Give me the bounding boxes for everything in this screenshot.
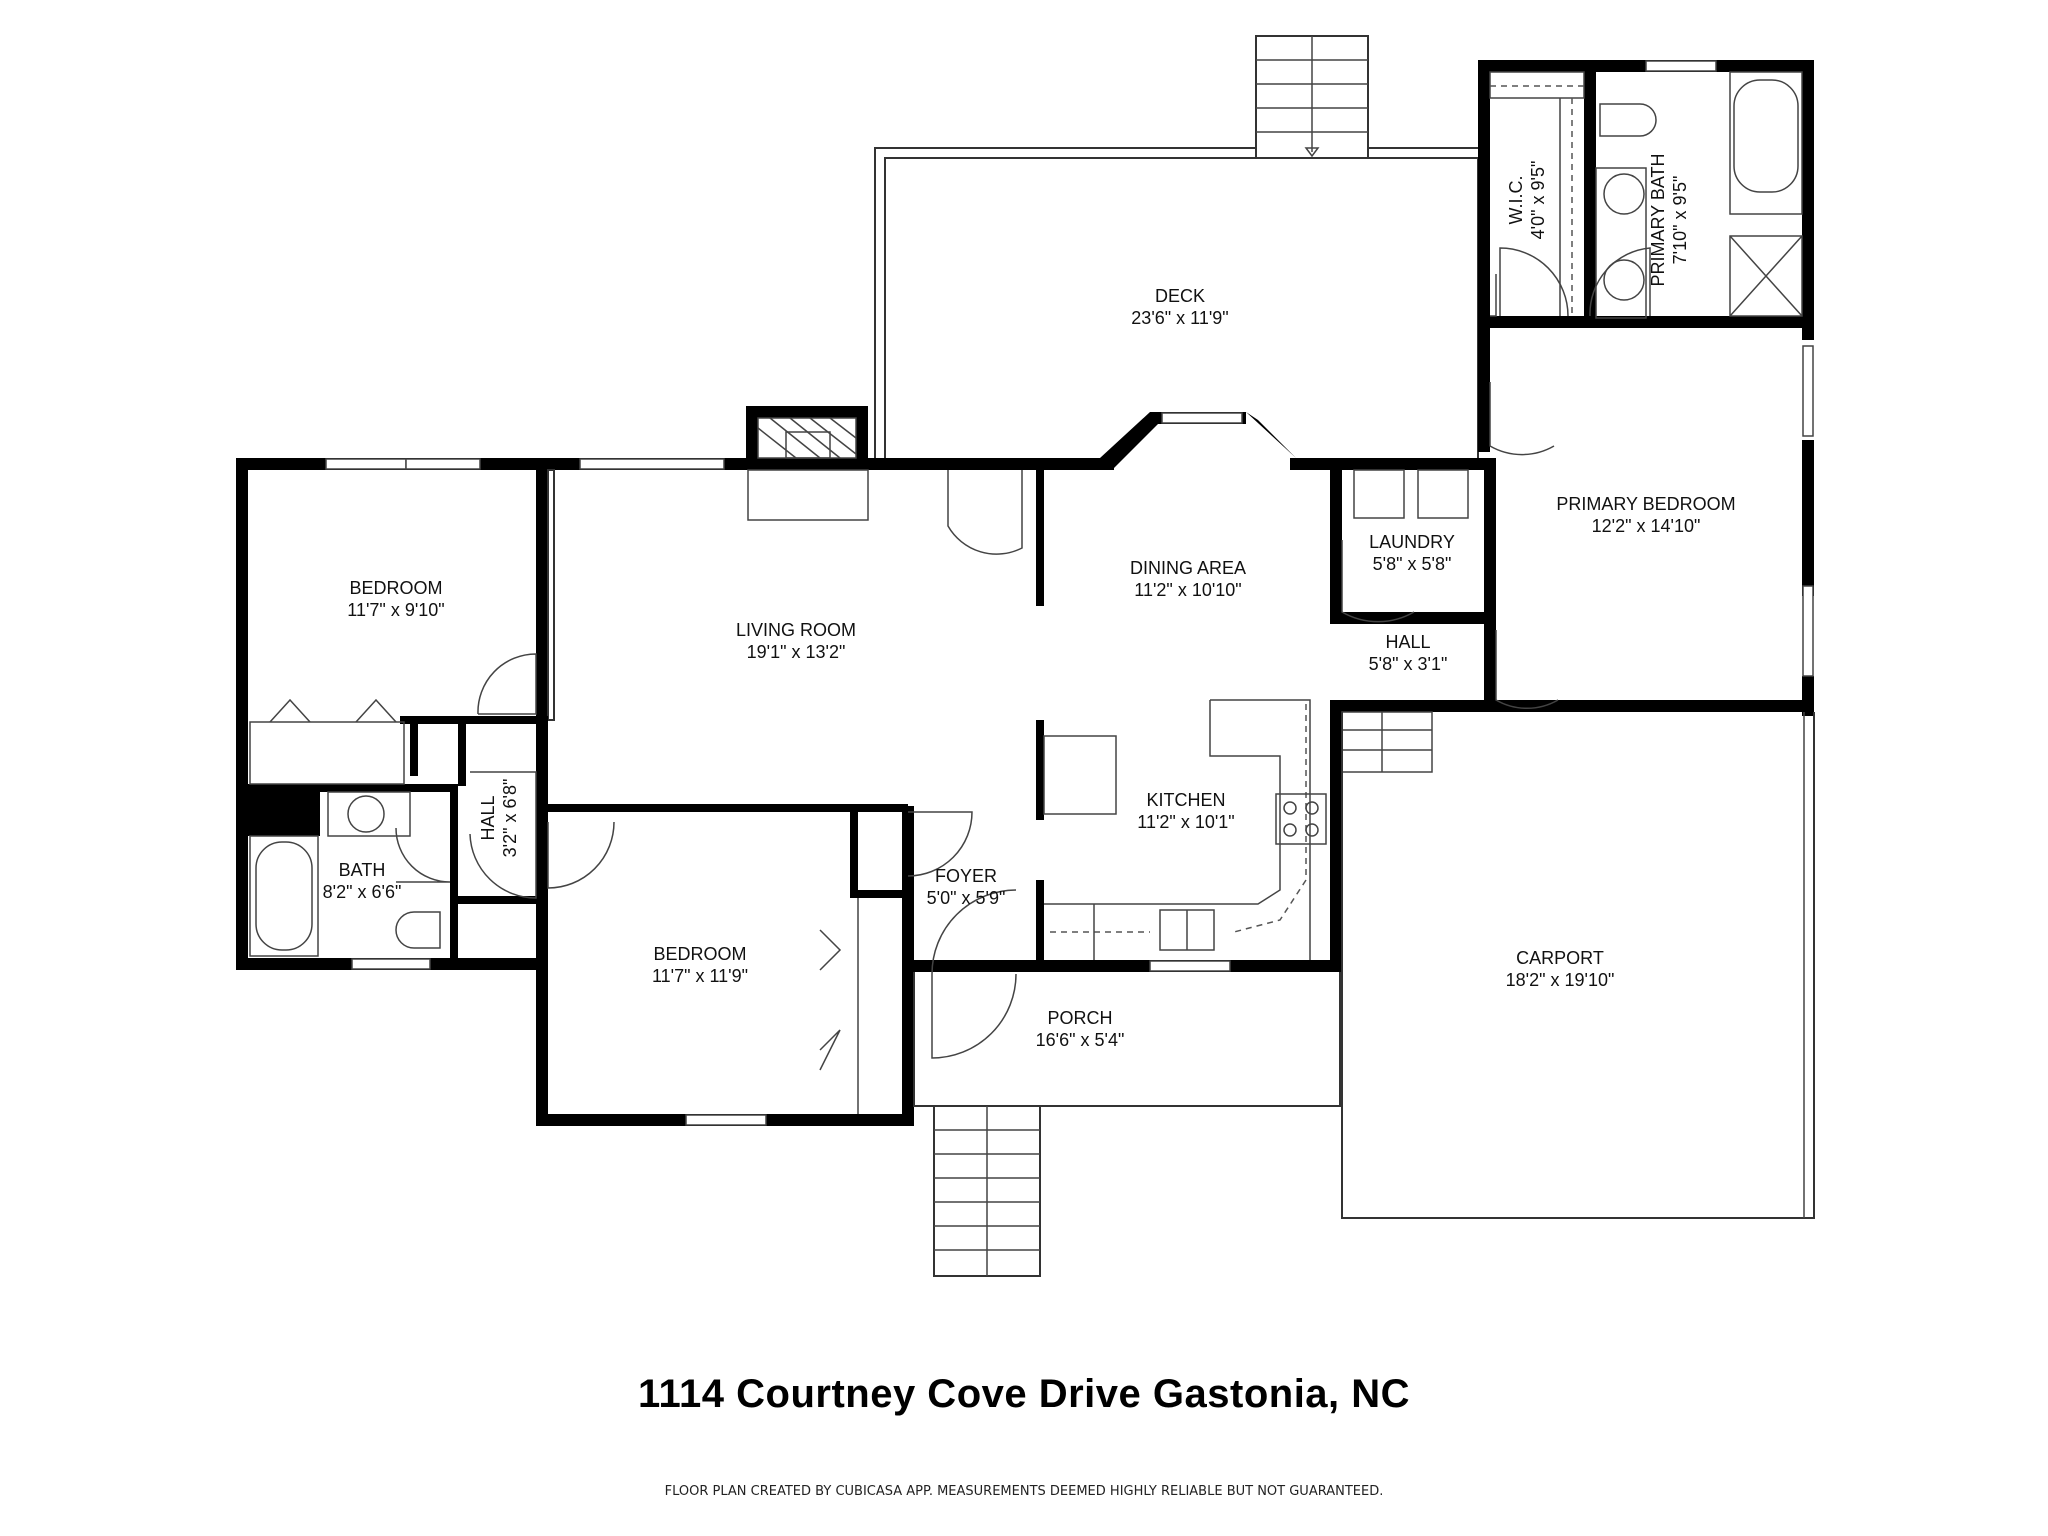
room-primary-bedroom: PRIMARY BEDROOM 12'2" x 14'10" xyxy=(1556,494,1735,536)
interior-walls xyxy=(248,466,1044,966)
room-bath: BATH 8'2" x 6'6" xyxy=(323,860,402,902)
room-laundry: LAUNDRY 5'8" x 5'8" xyxy=(1369,532,1455,574)
room-size: 18'2" x 19'10" xyxy=(1506,970,1615,990)
carport-outline xyxy=(1341,712,1815,1219)
room-size: 12'2" x 14'10" xyxy=(1592,516,1701,536)
room-kitchen: KITCHEN 11'2" x 10'1" xyxy=(1137,790,1234,832)
room-name: PORCH xyxy=(1047,1008,1112,1028)
toilet-icon xyxy=(395,103,1657,949)
room-foyer: FOYER 5'0" x 5'9" xyxy=(927,866,1006,908)
room-hall-east: HALL 5'8" x 3'1" xyxy=(1369,632,1448,674)
room-size: 23'6" x 11'9" xyxy=(1131,308,1228,328)
fireplace-icon xyxy=(747,417,869,521)
room-hall-west: HALL 3'2" x 6'8" xyxy=(478,779,520,858)
room-name: PRIMARY BEDROOM xyxy=(1556,494,1735,514)
washer-dryer-icon xyxy=(1353,469,1469,519)
stairs-icon xyxy=(1341,711,1433,773)
room-size: 3'2" x 6'8" xyxy=(500,779,520,858)
room-name: DINING AREA xyxy=(1130,558,1246,578)
room-size: 11'7" x 11'9" xyxy=(652,966,748,986)
room-name: BEDROOM xyxy=(349,578,442,598)
property-address: 1114 Courtney Cove Drive Gastonia, NC xyxy=(637,1372,1411,1416)
room-deck: DECK 23'6" x 11'9" xyxy=(1131,286,1228,328)
room-wic: W.I.C. 4'0" x 9'5" xyxy=(1506,161,1548,240)
room-name: HALL xyxy=(478,795,498,840)
stove-icon xyxy=(1275,793,1327,845)
shower-icon xyxy=(1729,235,1803,317)
room-name: FOYER xyxy=(935,866,997,886)
sink-icon xyxy=(327,167,1647,951)
room-size: 16'6" x 5'4" xyxy=(1036,1030,1125,1050)
room-size: 5'8" x 5'8" xyxy=(1373,554,1452,574)
room-size: 5'8" x 3'1" xyxy=(1369,654,1448,674)
closet-shelving xyxy=(1489,71,1585,316)
room-size: 11'2" x 10'1" xyxy=(1137,812,1234,832)
door-swing-icon xyxy=(395,247,1651,1059)
room-name: BATH xyxy=(339,860,386,880)
window-icon xyxy=(325,60,1814,1126)
room-name: BEDROOM xyxy=(653,944,746,964)
room-size: 11'7" x 9'10" xyxy=(347,600,444,620)
room-carport: CARPORT 18'2" x 19'10" xyxy=(1506,948,1615,990)
room-size: 7'10" x 9'5" xyxy=(1670,176,1690,265)
room-size: 11'2" x 10'10" xyxy=(1134,580,1241,600)
room-name: W.I.C. xyxy=(1506,176,1526,225)
room-name: CARPORT xyxy=(1516,948,1604,968)
disclaimer-text: FLOOR PLAN CREATED BY CUBICASA APP. MEAS… xyxy=(664,1484,1384,1499)
room-name: KITCHEN xyxy=(1146,790,1225,810)
stairs-icon xyxy=(933,1105,1041,1277)
room-dining-area: DINING AREA 11'2" x 10'10" xyxy=(1130,558,1246,600)
room-primary-bath: PRIMARY BATH 7'10" x 9'5" xyxy=(1648,153,1690,286)
bathtub-icon xyxy=(249,71,1803,957)
porch-outline xyxy=(913,972,1341,1107)
room-porch: PORCH 16'6" x 5'4" xyxy=(1036,1008,1125,1050)
room-name: PRIMARY BATH xyxy=(1648,153,1668,286)
room-name: LAUNDRY xyxy=(1369,532,1455,552)
room-size: 4'0" x 9'5" xyxy=(1528,161,1548,240)
room-bedroom-nw: BEDROOM 11'7" x 9'10" xyxy=(347,578,444,620)
room-living-room: LIVING ROOM 19'1" x 13'2" xyxy=(736,620,856,662)
closet-icon xyxy=(249,698,859,1114)
room-name: LIVING ROOM xyxy=(736,620,856,640)
room-size: 19'1" x 13'2" xyxy=(747,642,846,662)
stairs-icon xyxy=(1255,35,1369,159)
room-bedroom-sw: BEDROOM 11'7" x 11'9" xyxy=(652,944,748,986)
room-name: DECK xyxy=(1155,286,1205,306)
room-size: 5'0" x 5'9" xyxy=(927,888,1006,908)
room-size: 8'2" x 6'6" xyxy=(323,882,402,902)
room-name: HALL xyxy=(1385,632,1430,652)
kitchen-counters xyxy=(1043,699,1311,960)
